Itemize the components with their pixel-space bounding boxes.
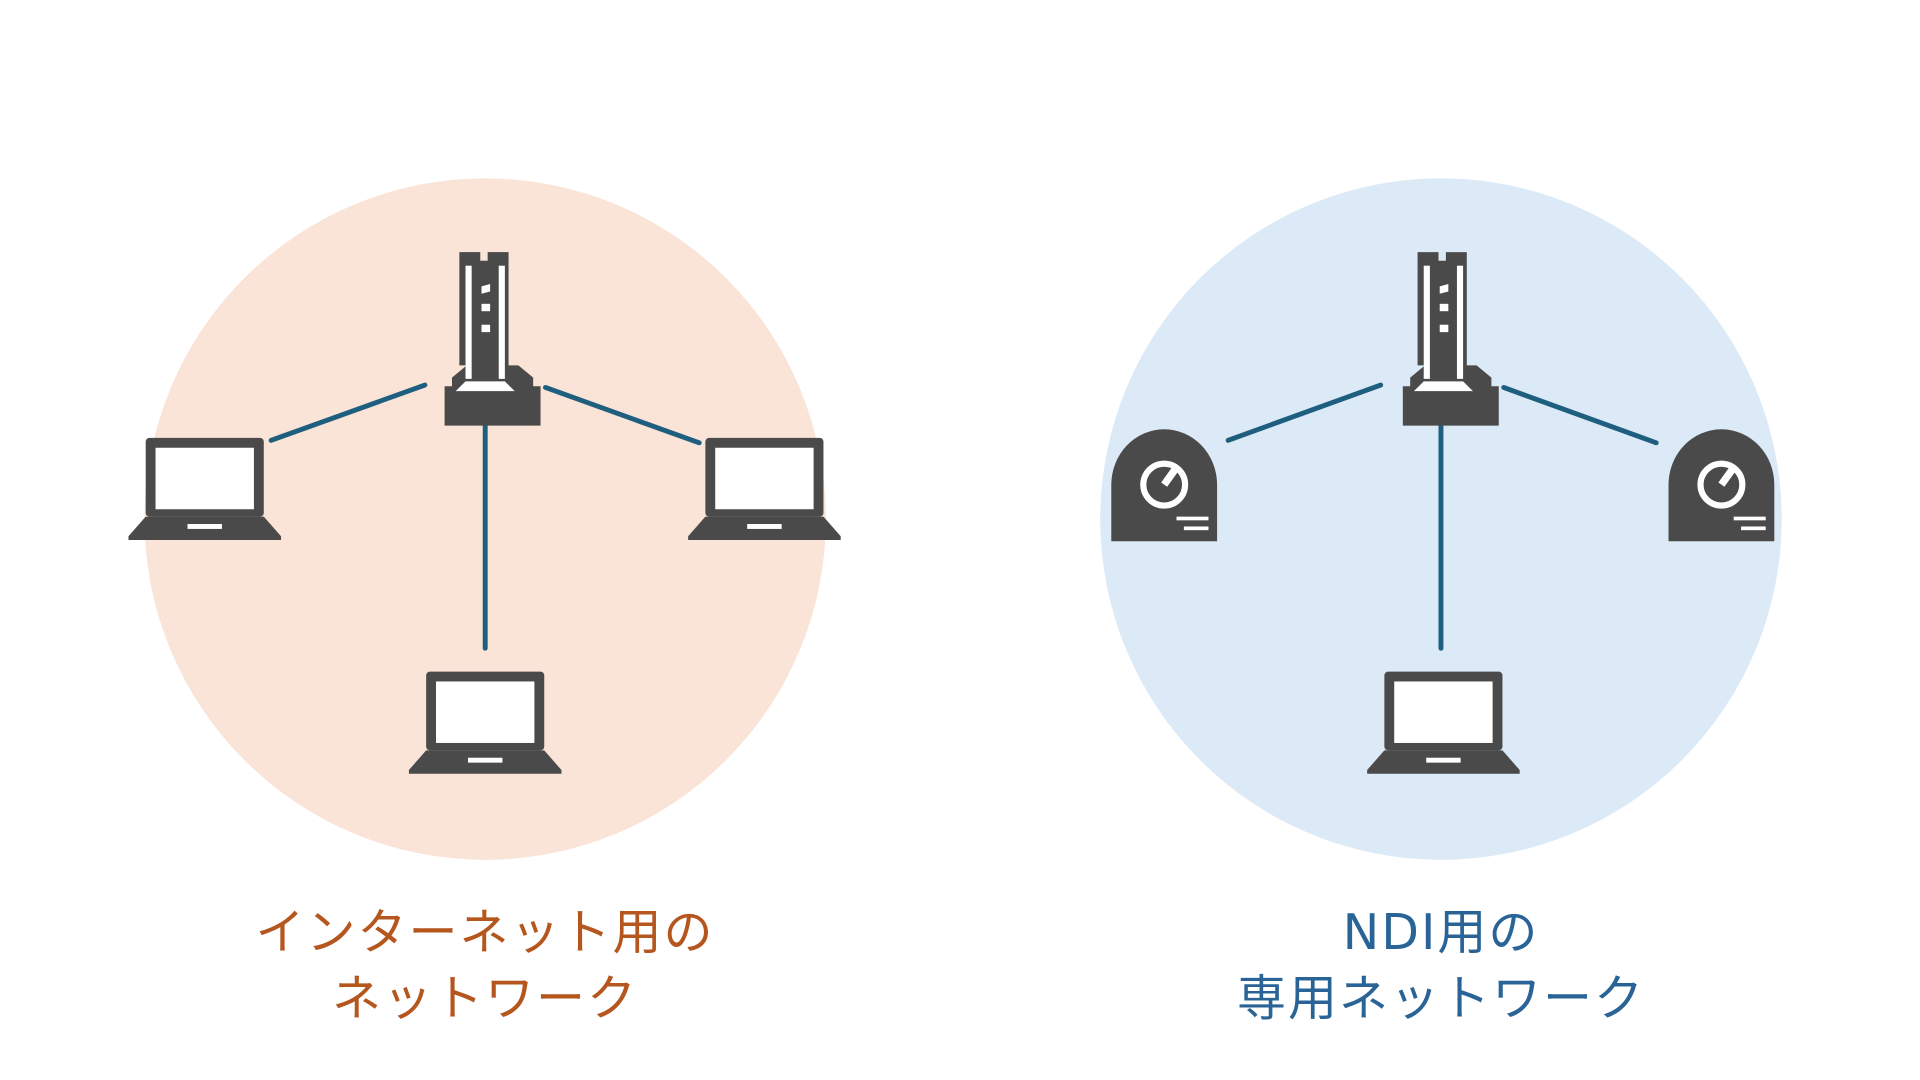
ptz-camera-icon [1111,429,1217,541]
laptop-icon [128,437,282,540]
label-line: ネットワーク [331,970,638,1027]
ndi-network-label: NDI用の 専用ネットワーク [1091,900,1791,1032]
laptop-icon [688,437,841,540]
laptop-icon [408,671,562,774]
link-line [1225,382,1384,443]
ptz-camera-icon [1669,429,1775,541]
link-line [268,382,428,443]
label-line: NDI用の [1342,904,1540,961]
laptop-icon [1367,671,1520,774]
link-line [1501,385,1659,446]
internet-network-label: インターネット用の ネットワーク [135,900,835,1032]
label-line: 専用ネットワーク [1236,970,1645,1027]
link-line [543,385,702,446]
label-line: インターネット用の [255,904,715,961]
